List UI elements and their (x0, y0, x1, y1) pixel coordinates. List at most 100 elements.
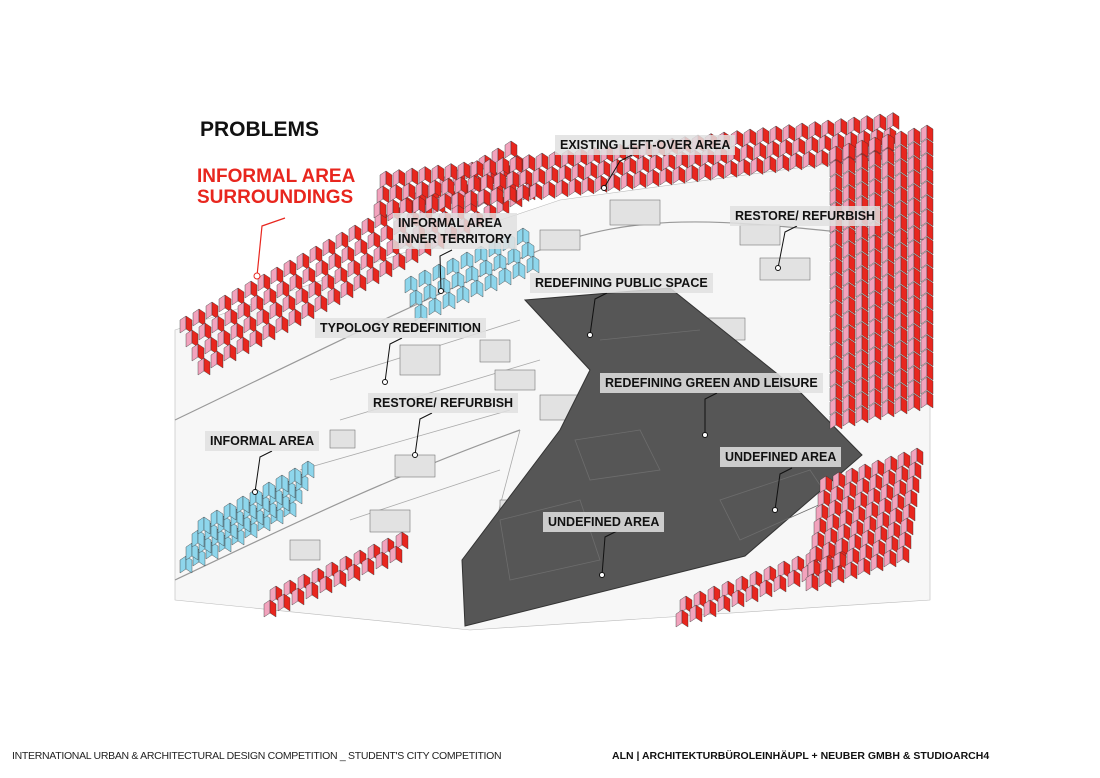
house (819, 475, 833, 494)
house (869, 473, 883, 492)
house (881, 203, 895, 222)
house (277, 593, 291, 612)
house (361, 217, 375, 236)
house (542, 181, 556, 199)
house (763, 155, 777, 174)
house (392, 252, 406, 271)
house (456, 285, 470, 304)
house (881, 133, 895, 152)
house (425, 194, 439, 213)
house (773, 574, 787, 593)
house (818, 134, 832, 153)
footer-competition: INTERNATIONAL URBAN & ARCHITECTURAL DESI… (12, 750, 502, 762)
house (868, 346, 882, 365)
house (620, 172, 634, 190)
house (878, 497, 892, 516)
house (829, 327, 843, 346)
house (868, 150, 882, 169)
house (295, 287, 309, 306)
house (217, 329, 231, 348)
house (521, 241, 535, 260)
house (829, 159, 843, 178)
pointer-line (589, 292, 608, 336)
pointer-line (414, 412, 433, 456)
house (842, 366, 856, 385)
house (865, 501, 879, 520)
house (380, 224, 394, 243)
house (224, 308, 238, 327)
house (223, 502, 237, 521)
house (904, 489, 918, 508)
house (815, 149, 829, 168)
house (894, 144, 908, 163)
house (842, 324, 856, 343)
house (829, 173, 843, 192)
house (871, 459, 885, 478)
house (399, 197, 413, 216)
house (477, 188, 491, 207)
house (782, 124, 796, 142)
house (311, 567, 325, 586)
house (205, 301, 219, 320)
house (907, 351, 921, 370)
house (465, 265, 479, 284)
house (305, 581, 319, 600)
house (830, 485, 844, 504)
house (353, 273, 367, 292)
house (881, 175, 895, 194)
house (353, 549, 367, 568)
house (275, 474, 289, 493)
house (829, 411, 843, 430)
house (809, 545, 823, 564)
house (379, 259, 393, 278)
house (894, 396, 908, 415)
label-typology-redefinition: TYPOLOGY REDEFINITION (315, 318, 486, 338)
house (457, 161, 471, 180)
house (309, 245, 323, 264)
house (516, 227, 530, 246)
existing-buildings (289, 199, 811, 561)
house (759, 579, 773, 598)
house (839, 509, 853, 528)
house (826, 513, 840, 532)
house (829, 271, 843, 290)
house (881, 301, 895, 320)
house (808, 121, 822, 139)
house (412, 196, 426, 214)
house (920, 334, 934, 353)
house (920, 194, 934, 213)
house (907, 295, 921, 314)
house (845, 467, 859, 486)
house (711, 161, 725, 180)
house (868, 178, 882, 197)
house (907, 267, 921, 286)
house (414, 303, 428, 322)
house (894, 340, 908, 359)
house (296, 252, 310, 271)
house (659, 167, 673, 186)
house (415, 181, 429, 199)
house (302, 266, 316, 285)
house (920, 376, 934, 395)
house (855, 167, 869, 186)
house (920, 236, 934, 255)
house (811, 531, 825, 550)
house (291, 587, 305, 606)
house (646, 169, 660, 187)
house (855, 251, 869, 270)
house (334, 266, 348, 285)
house (894, 270, 908, 289)
house (868, 234, 882, 253)
house (805, 136, 819, 154)
house (288, 467, 302, 486)
house (894, 326, 908, 345)
house (769, 125, 783, 144)
house (893, 479, 907, 498)
undefined-area-subdivisions (499, 329, 831, 581)
house (894, 228, 908, 247)
house (835, 537, 849, 556)
house (211, 315, 225, 334)
pointer-dot (587, 332, 593, 338)
house (441, 178, 455, 196)
